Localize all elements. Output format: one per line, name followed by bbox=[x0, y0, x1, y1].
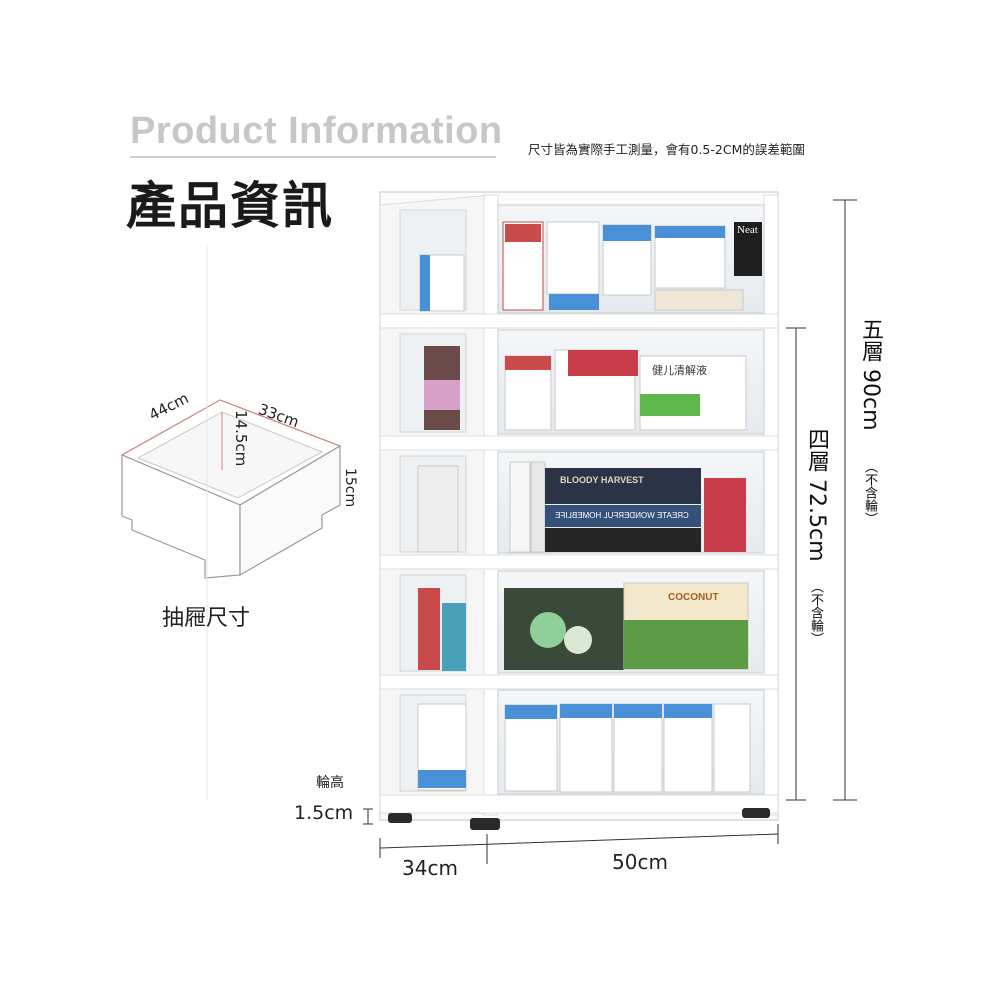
drawer-outer-height-label: 15cm bbox=[342, 468, 358, 508]
four-tier-height-label: 四層 72.5cm bbox=[804, 428, 829, 562]
measurement-note: 尺寸皆為實際手工測量，會有0.5-2CM的誤差範圍 bbox=[528, 142, 805, 157]
title-english: Product Information bbox=[130, 110, 503, 152]
four-tier-note: （不含輪） bbox=[808, 580, 823, 645]
dimension-lines bbox=[206, 199, 857, 864]
wheel-height-caption: 輪高 bbox=[316, 775, 344, 791]
depth-value: 34cm bbox=[402, 856, 458, 880]
storage-cabinet bbox=[379, 191, 779, 830]
book-title-2-label: CREATE WONDERFUL HOMEBLIFE bbox=[555, 511, 689, 520]
five-tier-height-label: 五層 90cm bbox=[858, 318, 883, 431]
wheel-height-value: 1.5cm bbox=[294, 802, 354, 824]
book-title-label: BLOODY HARVEST bbox=[560, 475, 644, 485]
drawer-caption: 抽屜尺寸 bbox=[162, 606, 251, 631]
width-value: 50cm bbox=[612, 850, 668, 874]
neat-brand-label: Neat bbox=[737, 224, 758, 236]
five-tier-note: （不含輪） bbox=[862, 460, 877, 525]
drawer-diagram bbox=[120, 399, 342, 579]
medicine-package-label: 健儿清解液 bbox=[652, 364, 707, 377]
title-chinese: 產品資訊 bbox=[126, 177, 334, 235]
title-divider bbox=[130, 156, 496, 158]
drawer-inner-height-label: 14.5cm bbox=[232, 410, 250, 467]
snack-package-label: COCONUT bbox=[668, 592, 719, 603]
